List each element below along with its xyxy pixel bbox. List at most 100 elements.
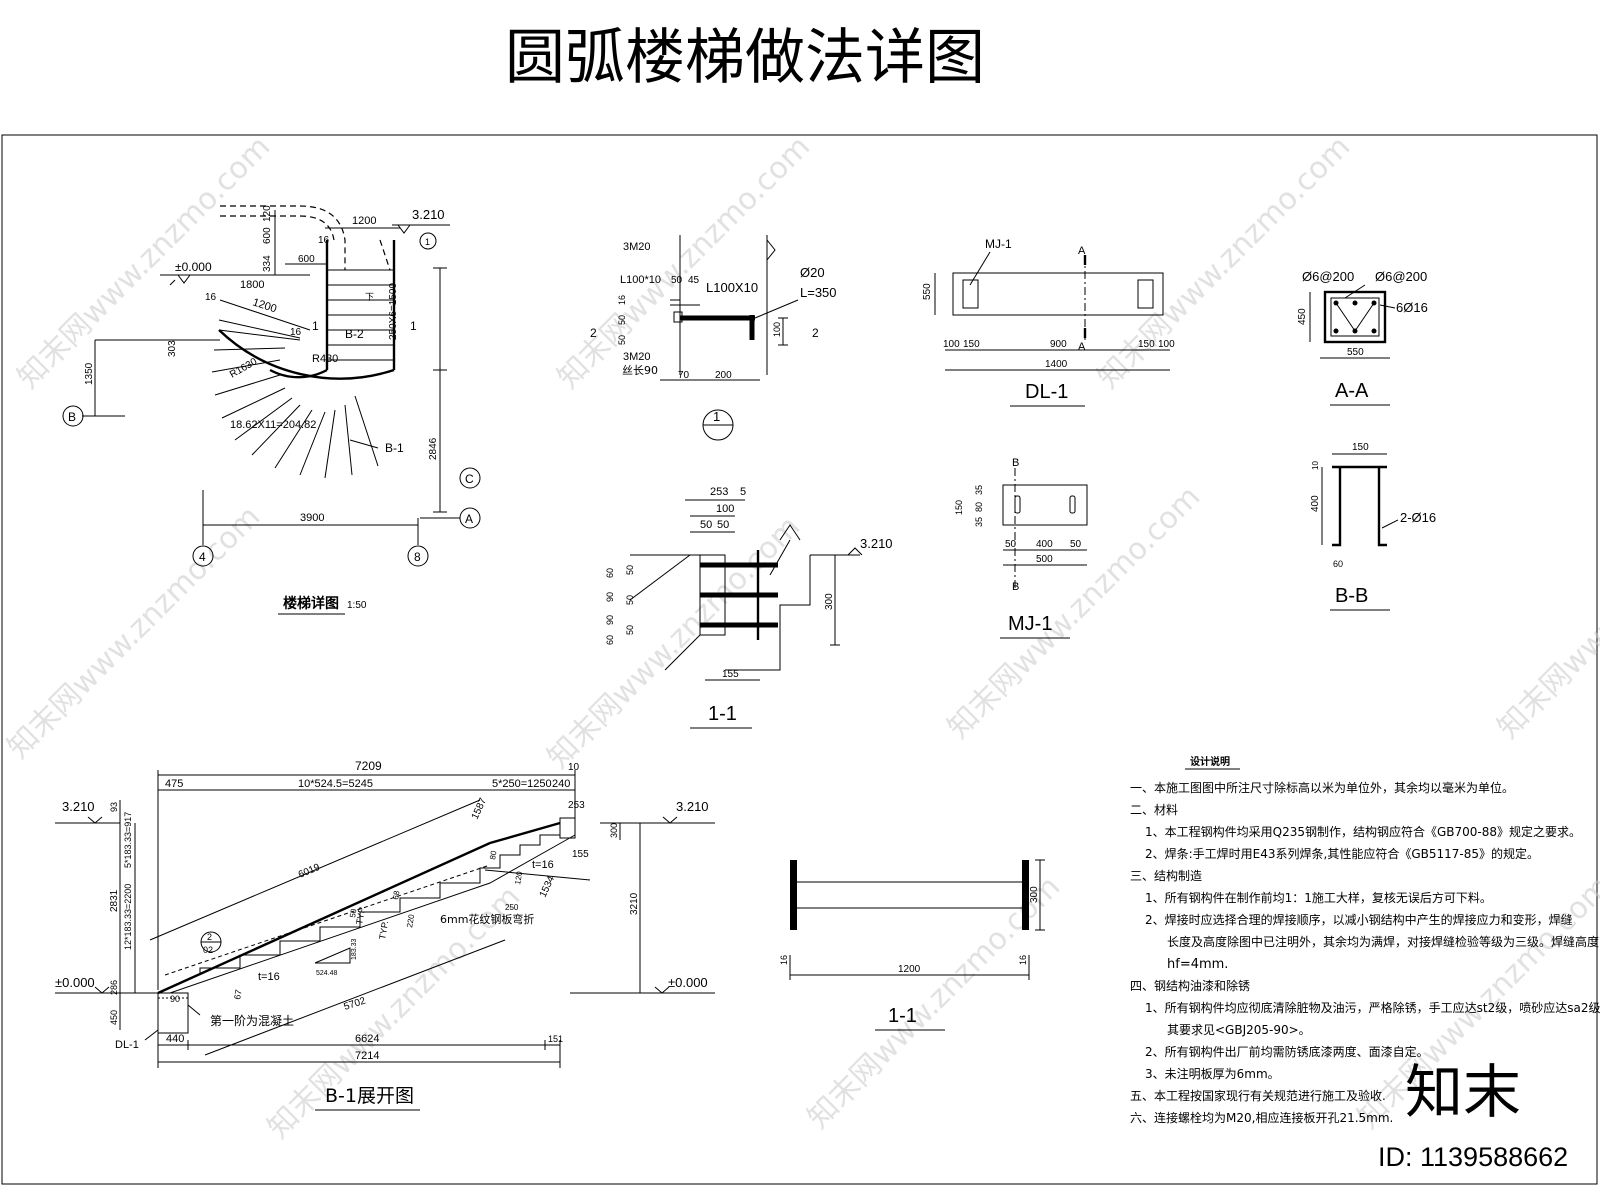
notes-line-5: 1、所有钢构件在制作前均1：1施工大样，复核无误后方可下料。: [1145, 890, 1492, 905]
dl1-sec-a-bot: A: [1078, 341, 1086, 353]
aa-label: A-A: [1335, 380, 1369, 402]
unfold-d475: 475: [165, 778, 183, 790]
det1-cut-left: 2: [590, 326, 597, 340]
notes-heading: 设计说明: [1190, 755, 1230, 768]
unfold-typ2: TYP.: [377, 920, 390, 940]
dl1-d150a: 150: [963, 339, 980, 350]
plan-r430: R430: [312, 353, 338, 365]
dl1-beam: [952, 272, 1164, 316]
unfold-d155: 155: [572, 849, 589, 860]
mj1-d500: 500: [1036, 554, 1053, 565]
plan-b2: B-2: [345, 327, 364, 341]
plan-section-num: 1: [425, 237, 430, 247]
unfold-d50: 50: [348, 907, 359, 918]
mj1-d50b: 50: [1070, 539, 1082, 550]
det1-d100: 100: [772, 322, 782, 337]
det1-thread: 丝长90: [622, 364, 658, 377]
sec11b-w1200: 1200: [898, 964, 921, 975]
section-1-1-beam: 300 1200 16 16 1-1: [779, 859, 1045, 1031]
notes-line-15: 六、连接螺栓均为M20,相应连接板开孔21.5mm.: [1130, 1110, 1393, 1125]
aa-r1: Ø6@200: [1302, 269, 1354, 284]
dl1-plate-right: [1137, 279, 1154, 309]
sec11a-d155: 155: [722, 669, 739, 680]
det1-rod-len: L=350: [800, 285, 837, 300]
mj1-plate: [1002, 484, 1088, 526]
unfold-d1534: 1534: [538, 874, 558, 899]
sec11a-v50b: 50: [625, 595, 635, 605]
watermark-3: 知末网www.znzmo.com: [1091, 129, 1357, 395]
det1-d45: 45: [688, 275, 700, 286]
unfold-d5h: 5*183.33=917: [123, 812, 133, 868]
sec11b-t16a: 16: [779, 955, 789, 965]
sec11b-t16b: 16: [1018, 955, 1028, 965]
notes-line-10: 1、所有钢构件均应彻底清除脏物及油污，严格除锈，手工应达st2级，喷砂应达sa2…: [1145, 1000, 1600, 1015]
sec11a-v50c: 50: [625, 625, 635, 635]
dl1-d900: 900: [1050, 339, 1067, 350]
unfold-d7214: 7214: [355, 1050, 379, 1062]
axis-A: [459, 507, 481, 529]
axis-8: [407, 545, 429, 567]
dim-600b: 600: [298, 254, 315, 265]
dl1-sec-a-top: A: [1078, 245, 1086, 257]
det1-d70: 70: [678, 370, 690, 381]
notes-line-14: 五、本工程按国家现行有关规范进行施工及验收.: [1130, 1088, 1386, 1103]
unfold-t16b: t=16: [532, 859, 554, 871]
bb-h400: 400: [1310, 495, 1321, 512]
watermark-2: 知末网www.znzmo.com: [551, 129, 817, 395]
unfold-elev-zero-l: ±0.000: [55, 975, 95, 990]
unfold-first: 第一阶为混凝土: [210, 1013, 294, 1028]
drawing-title: 圆弧楼梯做法详图: [505, 23, 985, 93]
unfold-d90: 90: [170, 994, 180, 1004]
bb-d60: 60: [1333, 559, 1343, 569]
sec11b-h300: 300: [1029, 886, 1040, 903]
mj1-d50a: 50: [1005, 539, 1017, 550]
unfold-note2: 2: [207, 932, 212, 942]
watermark-1: 知末网www.znzmo.com: [11, 129, 277, 395]
unfold-d250: 250: [505, 903, 519, 912]
notes-line-0: 一、本施工图图中所注尺寸除标高以米为单位外，其余均以毫米为单位。: [1130, 780, 1514, 795]
unfold-note02: 02: [203, 945, 213, 955]
det1-bolt-top: 3M20: [623, 241, 651, 253]
stair-plan: 1800 1200 16 16 R430 R1630 18.62X11=204.…: [62, 205, 481, 615]
aa-section: [1323, 290, 1387, 344]
sec11a-v50a: 50: [625, 565, 635, 575]
dim-16c: 16: [318, 235, 330, 246]
bb-bars: 2-Ø16: [1400, 510, 1436, 525]
aa-r2: Ø6@200: [1375, 269, 1427, 284]
plan-elev-zero: ±0.000: [175, 260, 212, 274]
plan-b1: B-1: [385, 441, 404, 455]
unfold-d3210: 3210: [629, 892, 640, 915]
unfold-d67: 67: [232, 989, 244, 1001]
det1-angle: L100X10: [706, 280, 758, 295]
det1-rod: Ø20: [800, 265, 825, 280]
unfold-d220: 220: [405, 913, 416, 928]
sec11a-d5: 5: [740, 486, 746, 498]
plan-cut1: 1: [312, 319, 319, 333]
dim-3900: 3900: [300, 512, 324, 524]
axis-B-label: B: [68, 410, 76, 424]
dl-1: A A MJ-1 550 100 150 900 150 100 1400 DL…: [922, 237, 1175, 407]
notes-line-6: 2、焊接时应选择合理的焊接顺序，以减小钢结构中产生的焊接应力和变形，焊缝: [1145, 912, 1573, 927]
notes-line-1: 二、材料: [1130, 803, 1178, 817]
unfold-d253: 253: [568, 800, 585, 811]
plan-down: 下: [365, 293, 374, 303]
plan-label: 楼梯详图: [283, 595, 339, 612]
axis-B: [62, 405, 84, 427]
plan-r1630: R1630: [228, 356, 259, 380]
axis-4: [192, 545, 214, 567]
watermark-7: 知末网www.znzmo.com: [1491, 479, 1600, 745]
dim-16b: 16: [290, 327, 302, 338]
beam-flange-left: [790, 860, 797, 930]
dim-600a: 600: [262, 227, 273, 244]
sec11a-d253: 253: [710, 486, 728, 498]
det1-d50b: 50: [617, 315, 627, 325]
mj1-v35a: 35: [974, 485, 984, 495]
mj1-h150: 150: [954, 500, 964, 515]
dim-334: 334: [262, 255, 273, 272]
unfold-label: B-1展开图: [325, 1085, 414, 1107]
dim-16a: 16: [205, 292, 217, 303]
mj1-d400: 400: [1036, 539, 1053, 550]
unfold-typ1: TYP.: [354, 905, 367, 925]
unfold-t16a: t=16: [258, 971, 280, 983]
unfold-d2831: 2831: [109, 889, 120, 912]
